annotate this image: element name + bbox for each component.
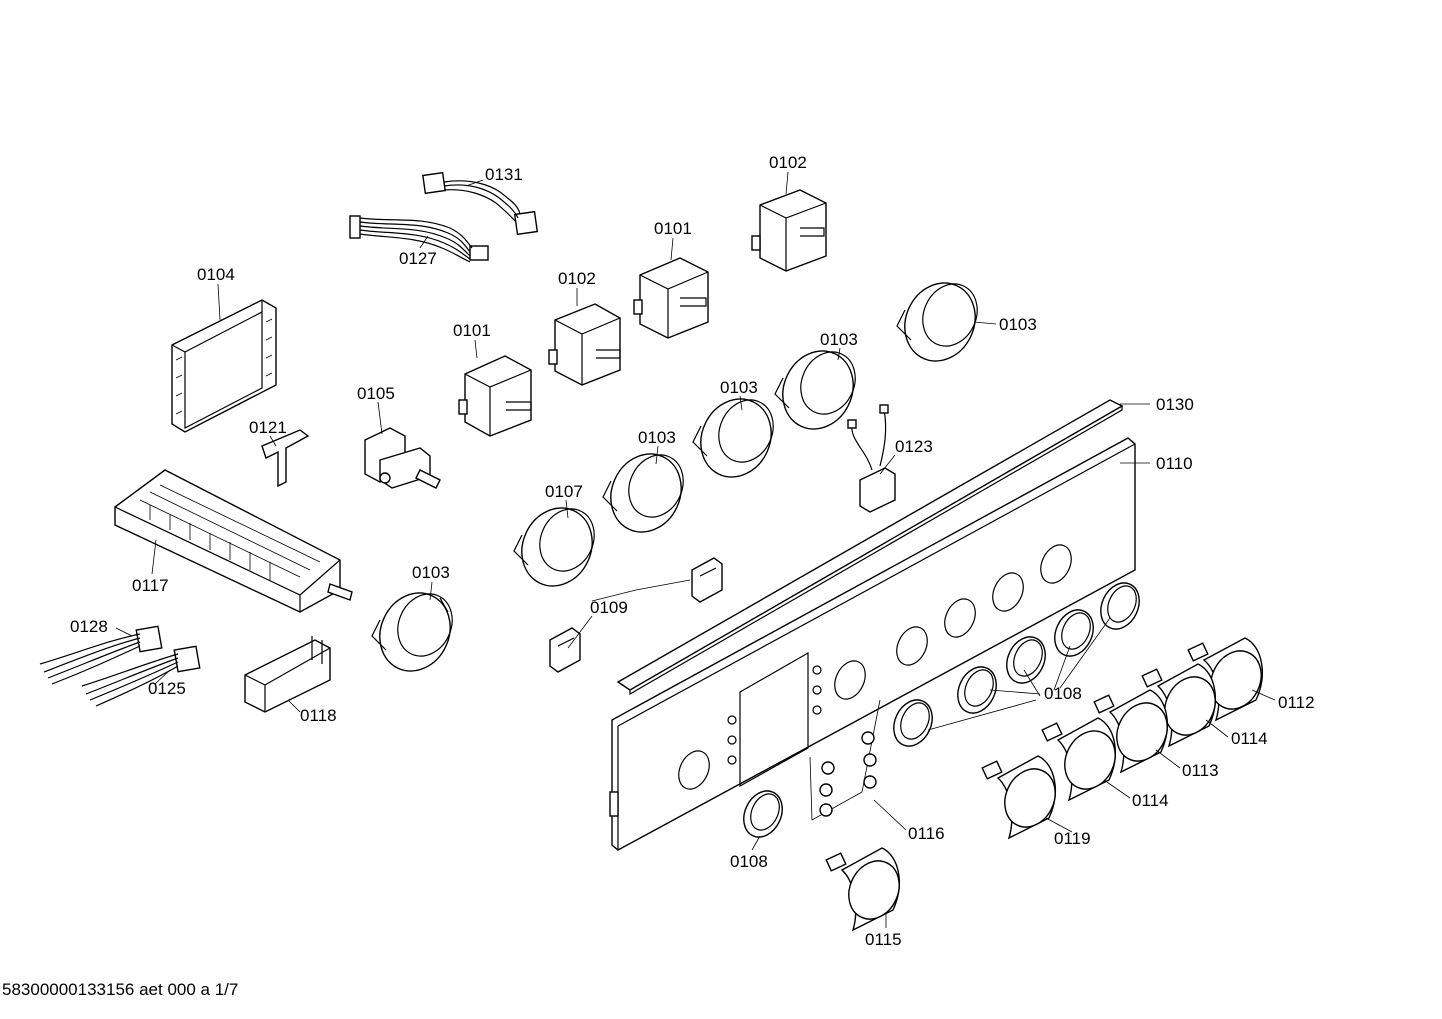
callout-0121: 0121 [249, 418, 287, 437]
callout-0108: 0108 [730, 852, 768, 871]
callout-0119: 0119 [1054, 829, 1091, 848]
callout-0115: 0115 [865, 930, 902, 949]
part-0114-knob-lower[interactable] [1041, 717, 1124, 802]
part-0128-wire-set[interactable] [39, 625, 163, 685]
part-0117-terminal-rail[interactable] [114, 469, 353, 613]
part-0101-switch-upper[interactable] [633, 257, 709, 339]
part-0104-module-frame[interactable] [171, 299, 277, 433]
callout-0113: 0113 [1182, 761, 1219, 780]
callout-0130: 0130 [1156, 395, 1194, 414]
part-0125-wire-set[interactable] [81, 645, 201, 707]
part-0110-control-panel[interactable] [609, 437, 1136, 851]
part-0103-sleeve-a[interactable] [598, 442, 693, 543]
callout-0103: 0103 [638, 428, 676, 447]
callout-0117: 0117 [132, 576, 169, 595]
part-0109-clip-lower[interactable] [549, 627, 581, 673]
callout-0105: 0105 [357, 384, 395, 403]
part-0101-switch-lower[interactable] [458, 355, 532, 437]
part-0103-sleeve-lower-left[interactable] [367, 581, 462, 682]
part-0114-knob-upper[interactable] [1141, 663, 1224, 748]
part-0108-rings[interactable] [887, 577, 1147, 753]
part-0121-bracket[interactable] [261, 429, 310, 488]
part-0105-thermostat[interactable] [364, 427, 441, 489]
part-0107-sleeve[interactable] [509, 496, 604, 597]
part-0109-clip-upper[interactable] [691, 557, 723, 603]
callout-0108: 0108 [1044, 684, 1082, 703]
part-0131-harness[interactable] [422, 171, 539, 236]
part-0123-lamp-holder[interactable] [847, 404, 896, 513]
callout-0101: 0101 [654, 219, 692, 238]
part-0116-screws[interactable] [809, 699, 881, 821]
callout-labels: 0131 0127 0102 0101 0102 0101 0104 0105 … [70, 153, 1315, 949]
part-0130-trim-strip[interactable] [616, 399, 1124, 696]
callout-0103: 0103 [820, 330, 858, 349]
callout-0103: 0103 [720, 378, 758, 397]
callout-0102: 0102 [769, 153, 807, 172]
callout-0114: 0114 [1132, 791, 1169, 810]
callout-0114: 0114 [1231, 729, 1268, 748]
part-0103-sleeve-b[interactable] [688, 387, 783, 488]
part-0102-switch-top[interactable] [751, 189, 827, 272]
part-0115-knob[interactable] [825, 847, 908, 932]
callout-0102: 0102 [558, 269, 596, 288]
part-0112-knob[interactable] [1187, 637, 1270, 722]
leader-lines [115, 171, 1276, 928]
document-footer-id: 58300000133156 aet 000 a 1/7 [2, 980, 239, 999]
callout-0131: 0131 [485, 165, 523, 184]
callout-0127: 0127 [399, 249, 437, 268]
callout-0101: 0101 [453, 321, 491, 340]
callout-0104: 0104 [197, 265, 235, 284]
callout-0110: 0110 [1156, 454, 1193, 473]
part-0102-switch-middle[interactable] [548, 303, 621, 386]
callout-0109: 0109 [590, 598, 628, 617]
part-0113-knob[interactable] [1093, 689, 1176, 774]
part-0103-sleeve-d[interactable] [892, 271, 987, 372]
part-0127-ribbon-cable[interactable] [349, 215, 489, 263]
callout-0112: 0112 [1278, 693, 1315, 712]
part-0108-ring-lower[interactable] [737, 785, 790, 844]
callout-0118: 0118 [300, 706, 337, 725]
part-0118-bracket[interactable] [244, 636, 331, 713]
part-0119-knob[interactable] [981, 755, 1064, 840]
callout-0128: 0128 [70, 617, 108, 636]
callout-0123: 0123 [895, 437, 933, 456]
part-0103-sleeve-c[interactable] [770, 339, 865, 440]
callout-0125: 0125 [148, 679, 186, 698]
callout-0116: 0116 [908, 824, 945, 843]
callout-0103: 0103 [999, 315, 1037, 334]
callout-0107: 0107 [545, 482, 583, 501]
callout-0103: 0103 [412, 563, 450, 582]
